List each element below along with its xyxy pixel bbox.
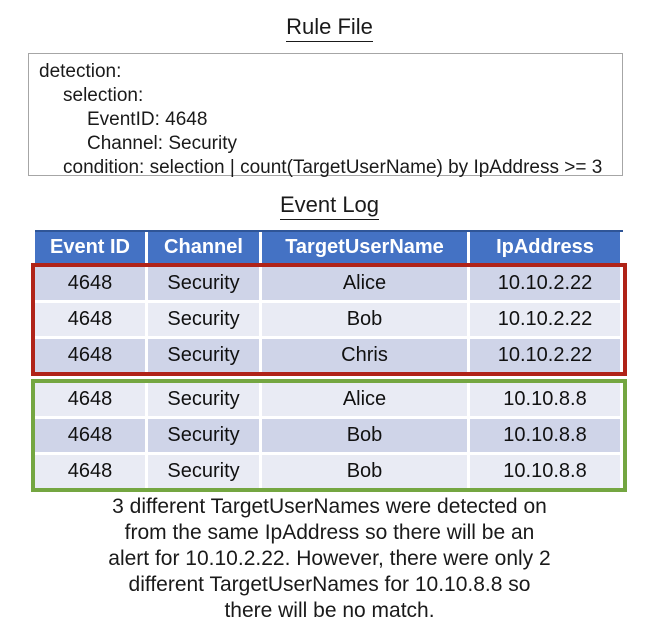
table-row: 4648 Security Bob 10.10.8.8 [35, 419, 623, 452]
table-cell: 10.10.8.8 [470, 419, 620, 452]
rule-file-box: detection: selection: EventID: 4648 Chan… [28, 53, 623, 178]
table-cell: Security [148, 419, 259, 452]
caption-line: alert for 10.10.2.22. However, there wer… [108, 547, 551, 570]
rule-line-channel: Channel: Security [87, 133, 237, 154]
table-header-row: Event ID Channel TargetUserName IpAddres… [35, 230, 623, 263]
rule-line-detection: detection: [39, 61, 122, 82]
table-row: 4648 Security Bob 10.10.2.22 [35, 303, 623, 336]
rule-line-eventid: EventID: 4648 [87, 109, 208, 130]
table-row: 4648 Security Alice 10.10.2.22 [35, 267, 623, 300]
table-row: 4648 Security Chris 10.10.2.22 [35, 339, 623, 372]
table-cell: 10.10.8.8 [470, 383, 620, 416]
caption-line: from the same IpAddress so there will be… [124, 521, 535, 544]
table-cell: 4648 [35, 303, 145, 336]
table-cell: 10.10.8.8 [470, 455, 620, 488]
table-row: 4648 Security Alice 10.10.8.8 [35, 383, 623, 416]
table-cell: 4648 [35, 419, 145, 452]
header-cell-channel: Channel [148, 232, 259, 263]
table-cell: Chris [262, 339, 467, 372]
table-cell: 10.10.2.22 [470, 339, 620, 372]
rule-line-condition: condition: selection | count(TargetUserN… [63, 157, 603, 178]
explanation-caption: 3 different TargetUserNames were detecte… [0, 494, 659, 624]
table-cell: 10.10.2.22 [470, 303, 620, 336]
caption-line: different TargetUserNames for 10.10.8.8 … [128, 573, 531, 596]
table-cell: 4648 [35, 383, 145, 416]
table-cell: Alice [262, 267, 467, 300]
alert-group-red-outline: 4648 Security Alice 10.10.2.22 4648 Secu… [31, 263, 627, 376]
table-cell: Security [148, 303, 259, 336]
no-match-group-green-outline: 4648 Security Alice 10.10.8.8 4648 Secur… [31, 379, 627, 492]
table-cell: Bob [262, 419, 467, 452]
rule-file-title: Rule File [0, 14, 659, 42]
table-cell: 4648 [35, 339, 145, 372]
table-cell: Security [148, 455, 259, 488]
header-cell-event-id: Event ID [35, 232, 145, 263]
table-cell: 4648 [35, 267, 145, 300]
table-cell: Security [148, 267, 259, 300]
header-cell-targetusername: TargetUserName [262, 232, 467, 263]
caption-line: 3 different TargetUserNames were detecte… [112, 495, 547, 518]
table-cell: Bob [262, 303, 467, 336]
event-log-title: Event Log [0, 192, 659, 220]
table-cell: Bob [262, 455, 467, 488]
table-cell: Alice [262, 383, 467, 416]
table-cell: 10.10.2.22 [470, 267, 620, 300]
table-row: 4648 Security Bob 10.10.8.8 [35, 455, 623, 488]
rule-line-selection: selection: [63, 85, 144, 106]
caption-line: there will be no match. [224, 599, 435, 622]
table-cell: Security [148, 383, 259, 416]
table-cell: Security [148, 339, 259, 372]
header-cell-ipaddress: IpAddress [470, 232, 620, 263]
table-cell: 4648 [35, 455, 145, 488]
